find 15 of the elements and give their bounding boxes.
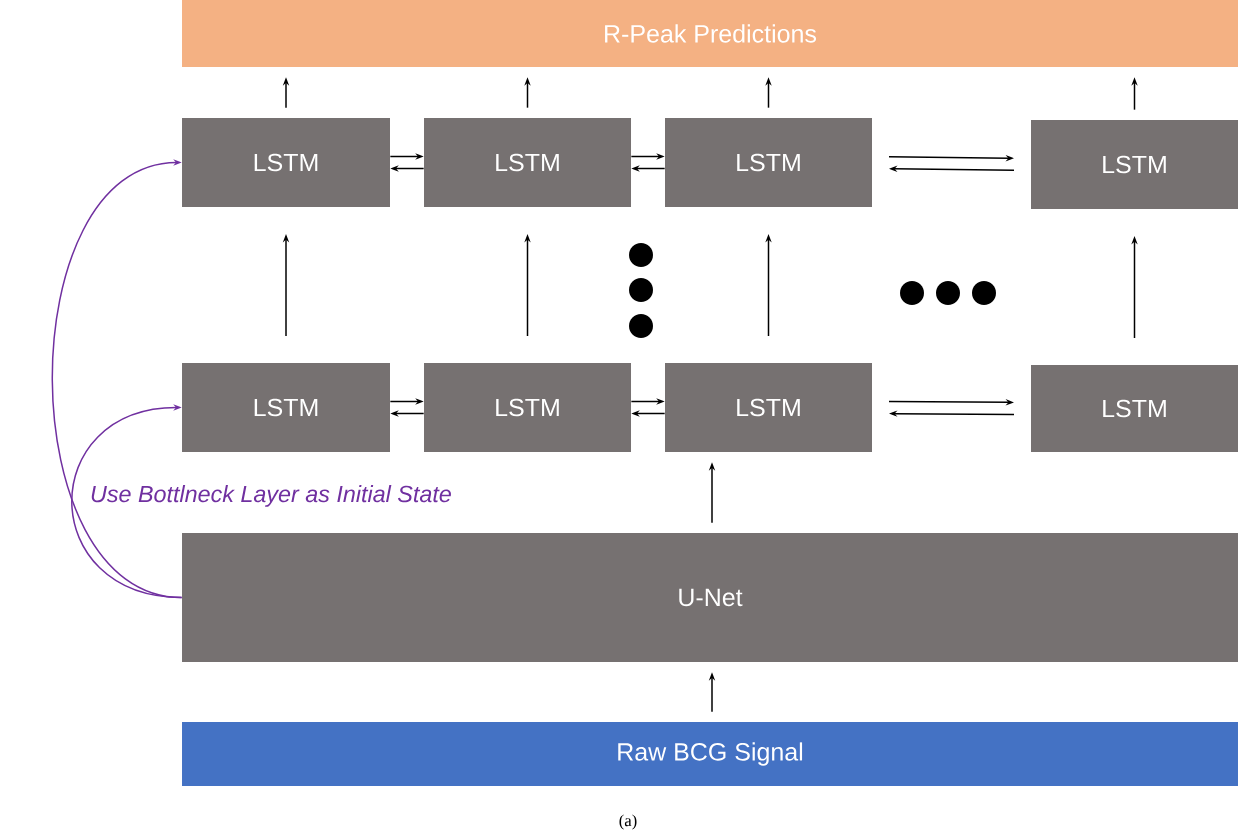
lstm-box: LSTM bbox=[182, 118, 390, 207]
unet-box: U-Net bbox=[182, 533, 1238, 662]
lstm-box: LSTM bbox=[182, 363, 390, 452]
lstm-box: LSTM bbox=[665, 118, 872, 207]
output-bar: R-Peak Predictions bbox=[182, 0, 1238, 67]
edge-label: Use Bottlneck Layer as Initial State bbox=[88, 483, 454, 509]
lstm-box: LSTM bbox=[665, 363, 872, 452]
lstm-box: LSTM bbox=[1031, 365, 1238, 452]
curved-arrow bbox=[51, 159, 183, 599]
input-bar: Raw BCG Signal bbox=[182, 722, 1238, 786]
lstm-box: LSTM bbox=[424, 363, 631, 452]
lstm-box: LSTM bbox=[1031, 120, 1238, 209]
caption: (a) bbox=[619, 814, 637, 830]
curved-arrow bbox=[71, 404, 183, 599]
lstm-box: LSTM bbox=[424, 118, 631, 207]
